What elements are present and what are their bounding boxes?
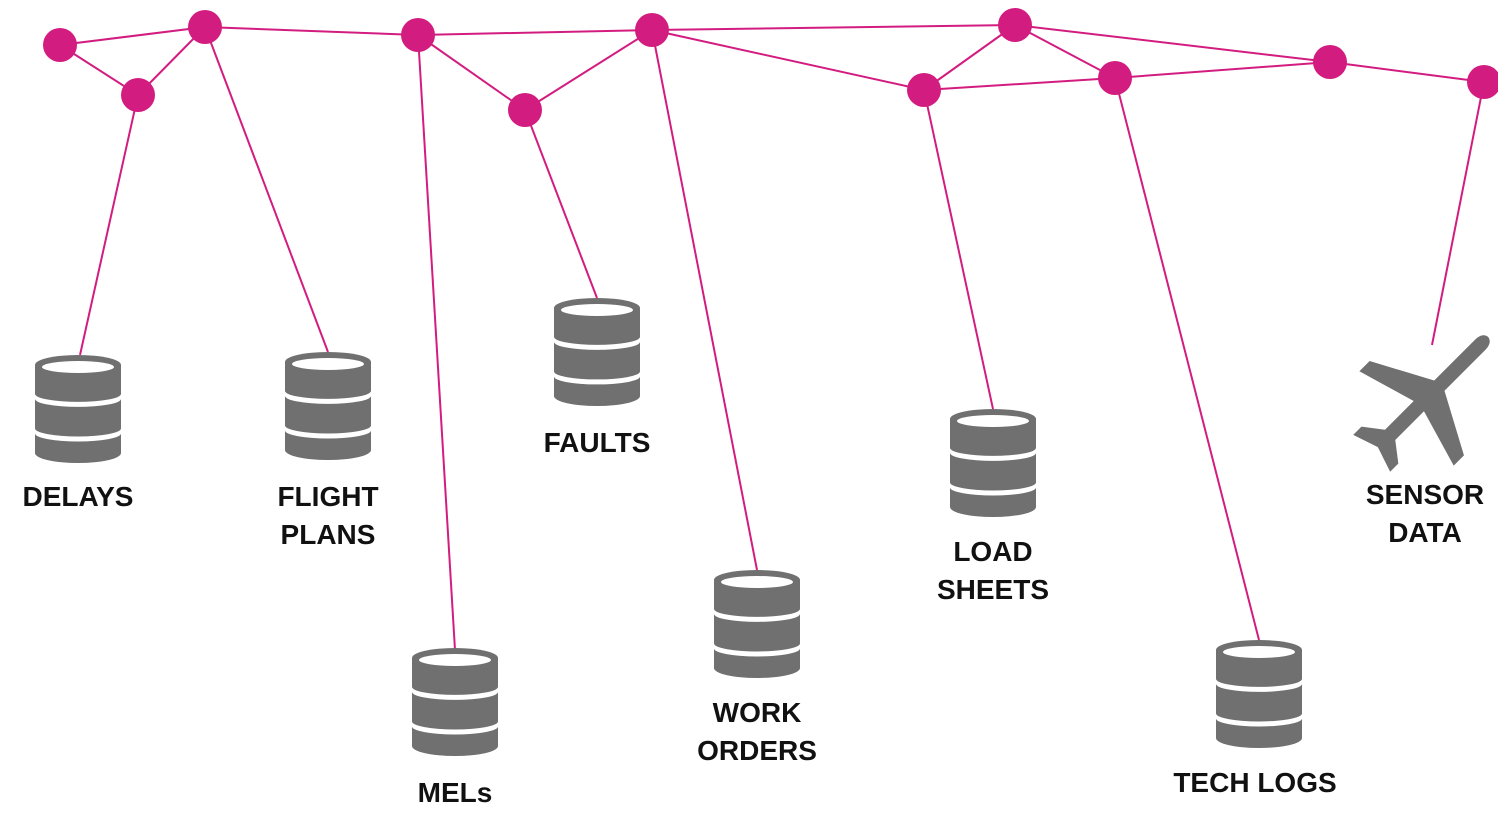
network-edge <box>417 34 526 111</box>
label-line: PLANS <box>281 519 376 550</box>
label-mels: MELs <box>418 777 493 808</box>
connector-delays <box>79 94 139 356</box>
network-edge <box>417 29 653 36</box>
connector-sensor-data <box>1431 81 1485 346</box>
connector-load-sheets <box>923 89 994 410</box>
network-edge <box>524 29 653 111</box>
network-edge <box>1014 24 1331 63</box>
connector-flight-plans <box>204 26 329 353</box>
label-line: TECH LOGS <box>1173 767 1336 798</box>
network-node <box>188 10 222 44</box>
connector-work-orders <box>651 29 758 571</box>
label-work-orders: WORK ORDERS <box>697 697 817 766</box>
network-edge <box>923 24 1016 91</box>
database-icon <box>554 298 640 406</box>
network-node <box>43 28 77 62</box>
label-flight-plans: FLIGHT PLANS <box>277 481 378 550</box>
network-edge <box>1329 61 1485 83</box>
label-line: ORDERS <box>697 735 817 766</box>
connector-faults <box>524 109 598 299</box>
network-node <box>508 93 542 127</box>
network-node <box>907 73 941 107</box>
database-icon <box>412 648 498 756</box>
source-icons <box>35 298 1490 756</box>
network-edge <box>204 26 419 36</box>
label-line: DELAYS <box>22 481 133 512</box>
network-edge <box>651 24 1016 31</box>
connector-mels <box>417 34 456 651</box>
label-line: FLIGHT <box>277 481 378 512</box>
network-node <box>1467 65 1498 99</box>
label-line: SHEETS <box>937 574 1049 605</box>
label-faults: FAULTS <box>544 427 651 458</box>
network-node <box>635 13 669 47</box>
network-edge <box>1114 61 1331 79</box>
label-load-sheets: LOAD SHEETS <box>937 536 1049 605</box>
network-node <box>998 8 1032 42</box>
network-node <box>1098 61 1132 95</box>
label-line: SENSOR <box>1366 479 1484 510</box>
database-icon <box>1216 640 1302 748</box>
database-icon <box>714 570 800 678</box>
network-edge <box>651 29 925 91</box>
network-edge <box>1014 24 1116 79</box>
database-icon <box>35 355 121 463</box>
label-line: DATA <box>1388 517 1462 548</box>
label-line: FAULTS <box>544 427 651 458</box>
database-icon <box>950 409 1036 517</box>
label-delays: DELAYS <box>22 481 133 512</box>
label-line: WORK <box>713 697 802 728</box>
label-tech-logs: TECH LOGS <box>1173 767 1336 798</box>
network-node <box>1313 45 1347 79</box>
connector-tech-logs <box>1114 77 1260 641</box>
network-edges <box>59 24 1485 651</box>
network-node <box>401 18 435 52</box>
network-node <box>121 78 155 112</box>
label-line: MELs <box>418 777 493 808</box>
network-nodes <box>43 8 1498 127</box>
label-sensor-data: SENSOR DATA <box>1366 479 1484 548</box>
network-edge <box>59 26 206 46</box>
network-edge <box>923 77 1116 91</box>
database-icon <box>285 352 371 460</box>
label-line: LOAD <box>953 536 1032 567</box>
airplane-icon <box>1353 335 1490 472</box>
source-labels: DELAYS FLIGHT PLANS MELs FAULTS WORK ORDERS LOA… <box>22 427 1484 808</box>
